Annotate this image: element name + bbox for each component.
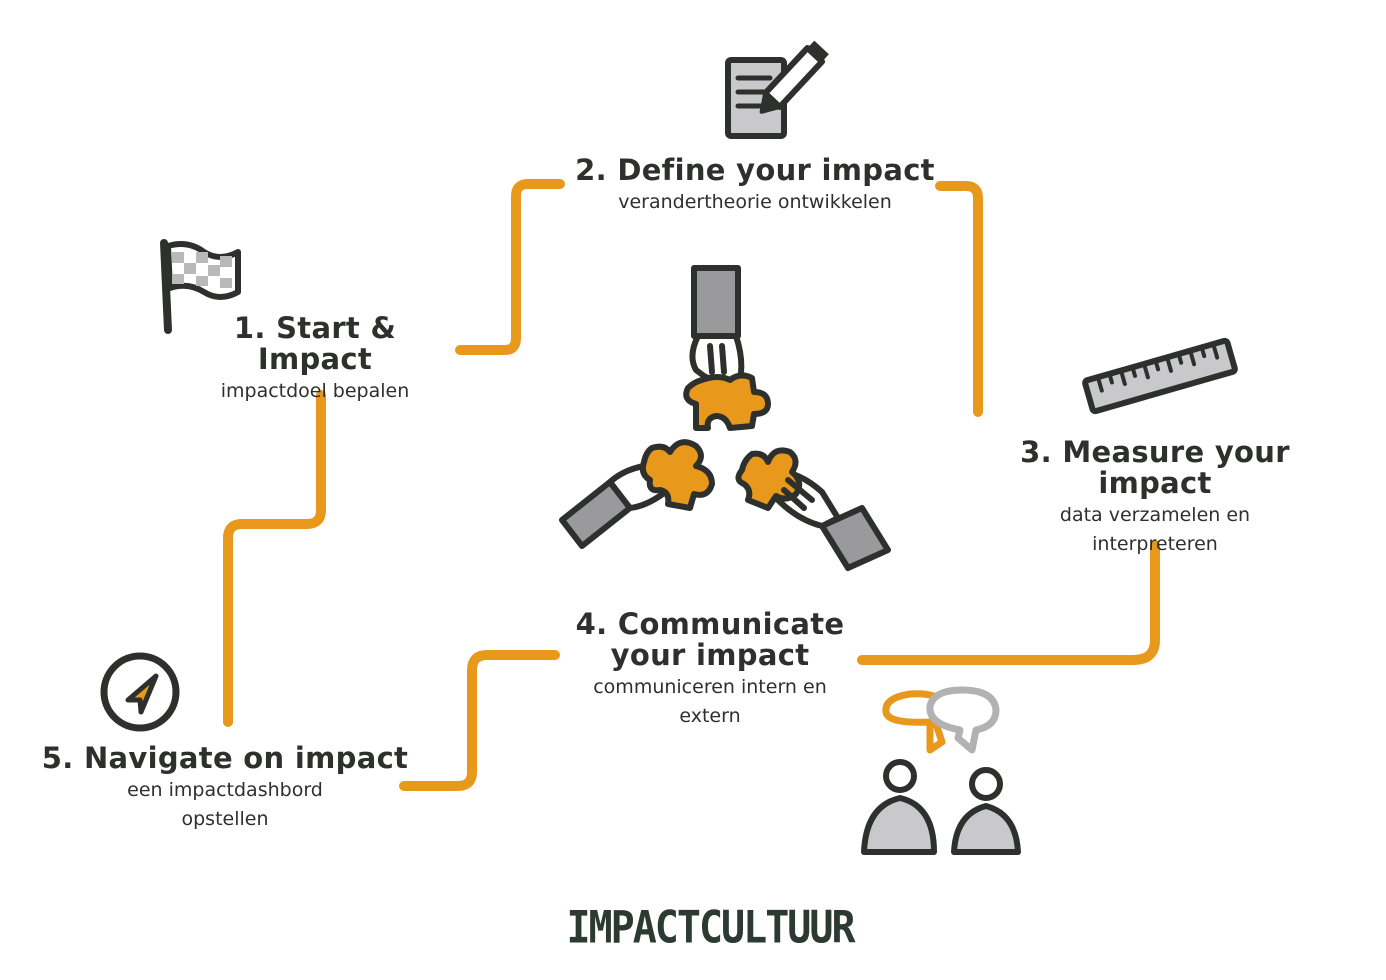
ruler-icon [1082,337,1238,415]
speech-bubbles-people-icon [861,686,1021,855]
step-1-subtitle: impactdoel bepalen [220,380,410,402]
top-hand [683,265,771,431]
connector-5-1 [223,390,326,727]
step-4-title-line2: your impact [610,638,810,672]
step-4: 4. Communicate your impact communiceren … [560,609,860,731]
right-hand [735,447,891,571]
step-2-subtitle: verandertheorie ontwikkelen [618,191,892,213]
connector-4-5 [399,650,560,791]
brand-logo: IMPACTCULTUUR [566,902,855,954]
puzzle-hands-icon [559,265,891,571]
step-3-subtitle-line2: interpreteren [1092,533,1218,555]
step-3-subtitle-line1: data verzamelen en [1059,504,1251,526]
left-hand [559,439,715,549]
connector-3-4 [857,540,1160,665]
step-5-title: 5. Navigate on impact [41,741,409,775]
connector-2-3 [935,181,983,417]
connector-paths [223,179,1160,791]
step-1: 1. Start & Impact impactdoel bepalen [180,313,450,406]
step-2-title: 2. Define your impact [575,153,935,187]
step-4-subtitle-line1: communiceren intern en [593,676,827,698]
step-2: 2. Define your impact verandertheorie on… [570,155,940,217]
compass-icon [100,652,180,732]
step-3: 3. Measure your impact data verzamelen e… [960,437,1350,559]
step-3-title: 3. Measure your impact [1020,435,1290,500]
step-5: 5. Navigate on impact een impactdashbord… [40,743,410,834]
connector-1-2 [455,179,565,355]
step-4-subtitle-line2: extern [679,705,741,727]
step-5-subtitle-line1: een impactdashbord [127,779,323,801]
step-5-subtitle-line2: opstellen [181,808,269,830]
checkered-flag-icon [160,239,241,334]
notepad-pencil-icon [725,40,829,139]
step-1-title: 1. Start & Impact [233,311,397,376]
step-4-title-line1: 4. Communicate [575,607,845,641]
